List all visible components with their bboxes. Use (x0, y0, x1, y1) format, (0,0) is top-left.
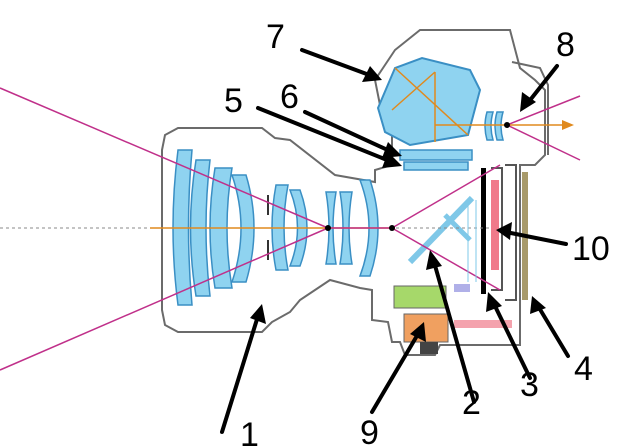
guide-lines (467, 200, 477, 282)
label-1: 1 (240, 416, 259, 448)
light-rays (0, 87, 581, 371)
label-10: 10 (572, 230, 610, 268)
label-8: 8 (556, 26, 575, 64)
focusing-screen (399, 149, 473, 171)
callout-arrows (220, 48, 570, 434)
pentaprism (376, 56, 482, 147)
label-6: 6 (280, 78, 299, 116)
label-2: 2 (462, 384, 481, 422)
label-4: 4 (574, 350, 593, 388)
label-3: 3 (520, 366, 539, 404)
label-7: 7 (266, 18, 285, 56)
eyepiece-lenses (484, 111, 504, 141)
bottom-components (393, 284, 512, 354)
reflex-mirror (407, 195, 475, 265)
label-9: 9 (360, 414, 379, 448)
label-5: 5 (224, 82, 243, 120)
viewfinder-ray (325, 120, 574, 231)
